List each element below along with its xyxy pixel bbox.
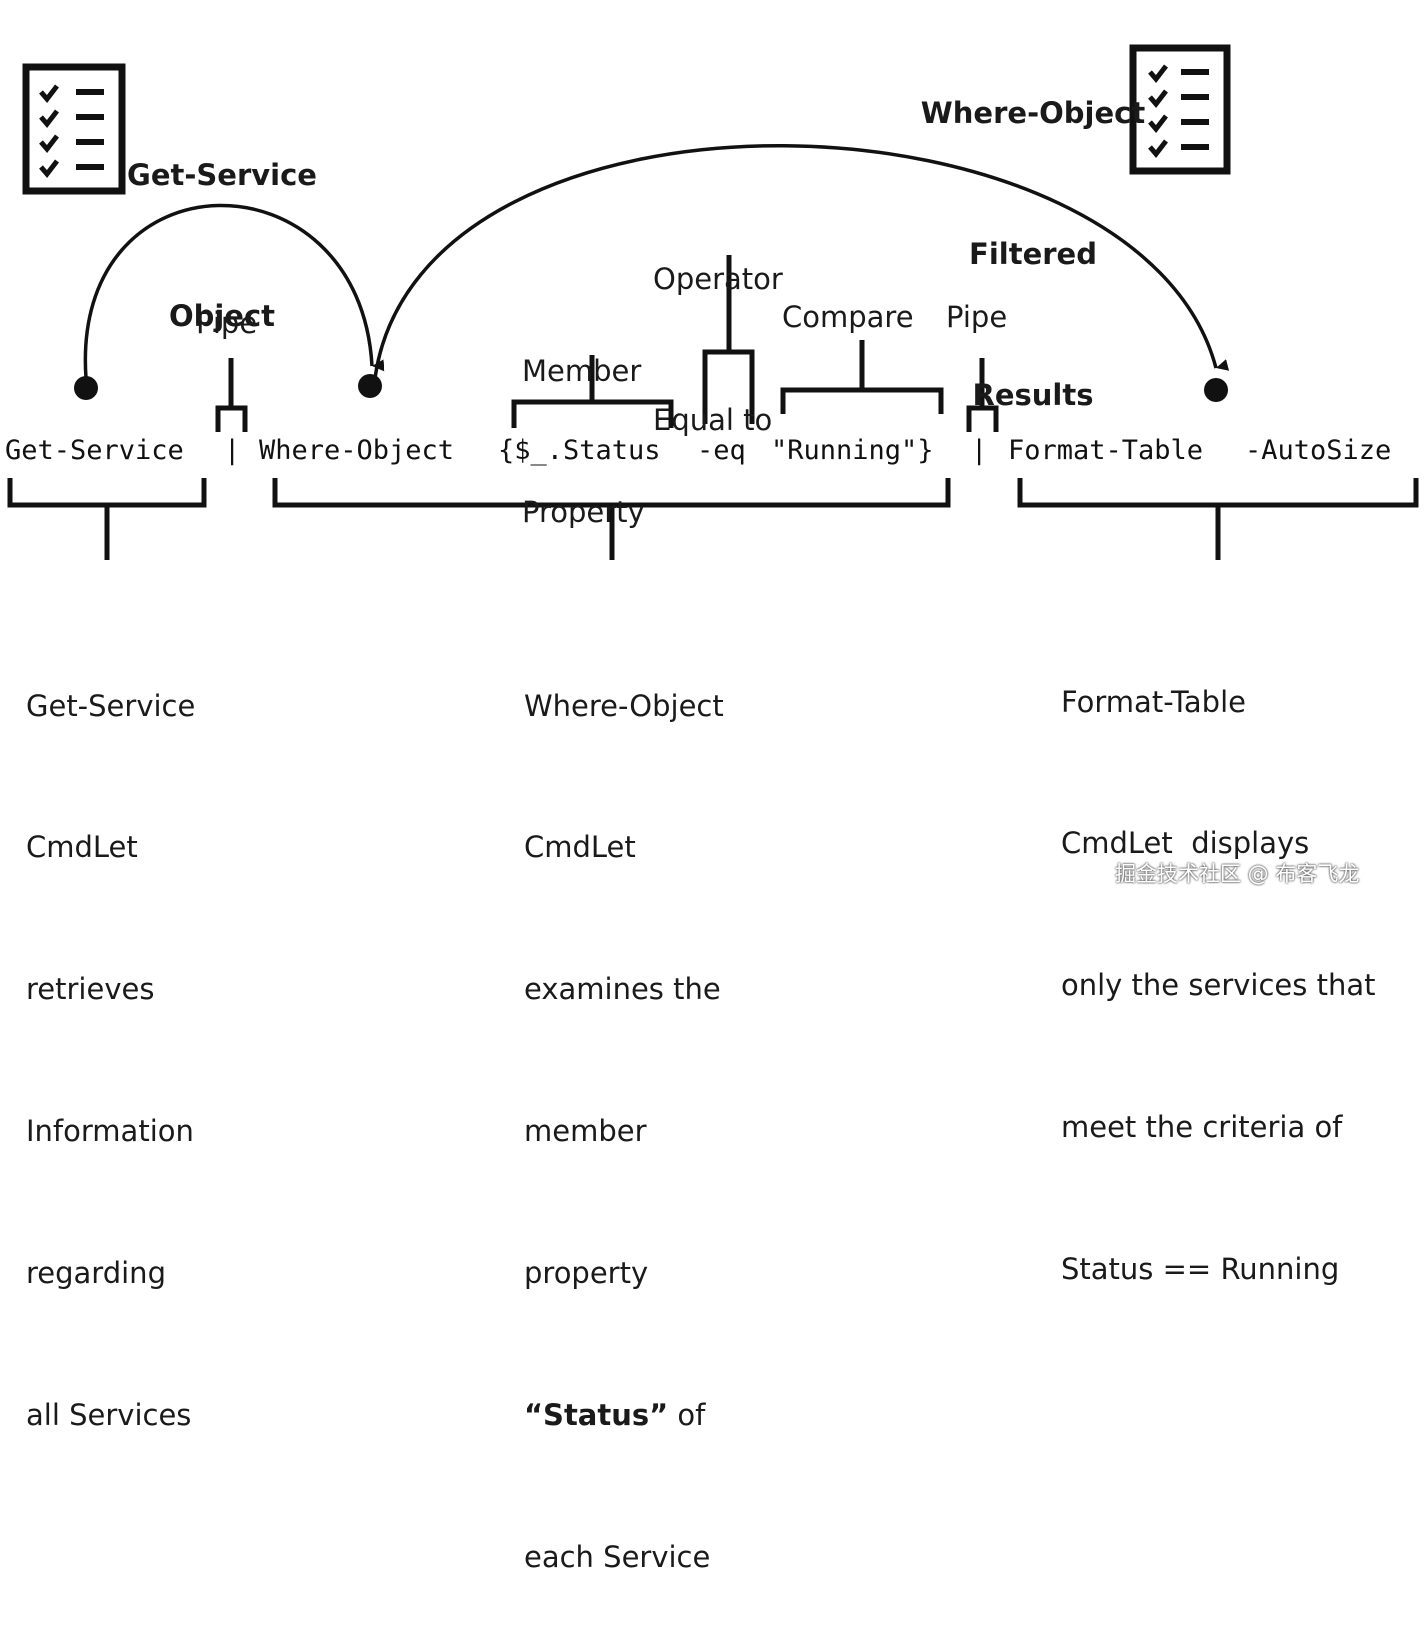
checklist-icon (22, 63, 126, 195)
brace-where-object (272, 478, 951, 560)
description-line: Information (26, 1114, 194, 1149)
cmd-running: "Running"} (771, 435, 934, 466)
where-object-results-label: Where-Object Filtered Results (918, 0, 1148, 466)
description-line: Status == Running (1061, 1252, 1340, 1287)
bracket-member-property (511, 355, 674, 428)
description-line: retrieves (26, 972, 155, 1007)
get-service-object-label: Get-Service Object (122, 58, 322, 387)
cmd-pipe-1: | (224, 435, 241, 466)
cmd-where-object: Where-Object (259, 435, 455, 466)
cmd-status: {$_.Status (498, 435, 661, 466)
arc-get-service-to-where-object (83, 203, 385, 379)
label-line: Member (522, 354, 642, 388)
description-line: examines the (524, 972, 721, 1007)
label-line: Equal to (653, 403, 773, 437)
cmd-pipe-2: | (971, 435, 988, 466)
description-line: property (524, 1256, 649, 1291)
description-line: CmdLet displays (1061, 826, 1310, 861)
status-emphasis: “Status” (524, 1398, 669, 1433)
description-line: only the services that (1061, 968, 1376, 1003)
label-line: Results (972, 378, 1094, 412)
label-line: Operator (653, 262, 783, 296)
description-line: CmdLet (26, 830, 138, 865)
cmd-get-service: Get-Service (5, 435, 184, 466)
dot-where-object (358, 374, 382, 398)
bracket-operator (702, 255, 755, 424)
description-line: all Services (26, 1398, 192, 1433)
description-line: Get-Service (26, 688, 196, 723)
label-line: Filtered (969, 237, 1097, 271)
cmd-format-table: Format-Table (1008, 435, 1204, 466)
member-property-label: Member Property (522, 254, 645, 583)
label-line: Get-Service (127, 158, 317, 192)
cmd-autosize: -AutoSize (1245, 435, 1392, 466)
description-line: regarding (26, 1256, 166, 1291)
checklist-icon (1129, 44, 1231, 175)
label-line: Property (522, 495, 645, 529)
brace-format-table (1017, 478, 1419, 560)
description-line: meet the criteria of (1061, 1110, 1343, 1145)
description-line: member (524, 1114, 647, 1149)
diagram-canvas (7, 44, 1419, 560)
bracket-pipe-right (966, 358, 999, 432)
label-line: Object (168, 299, 276, 333)
description-line: “Status” of (524, 1398, 706, 1433)
compare-label: Compare (782, 300, 914, 334)
pipe-left-label: Pipe (196, 306, 258, 340)
cmd-eq: -eq (697, 435, 746, 466)
label-line: Where-Object (920, 96, 1146, 130)
format-table-description: Format-Table CmdLet displays only the se… (1061, 584, 1375, 1341)
operator-label: Operator Equal to (653, 162, 783, 491)
description-line: CmdLet (524, 830, 636, 865)
dot-format-table (1204, 378, 1228, 402)
where-object-description: Where-Object CmdLet examines the member … (524, 588, 724, 1629)
watermark: 掘金技术社区 @ 布客飞龙 (1115, 862, 1360, 886)
bracket-pipe-left (215, 358, 248, 432)
bracket-compare (780, 340, 944, 414)
brace-get-service (7, 478, 207, 560)
arc-where-object-to-format-table (373, 144, 1230, 379)
description-line: Format-Table (1061, 684, 1246, 719)
description-line: each Service (524, 1539, 711, 1574)
dot-get-service (74, 376, 98, 400)
get-service-description: Get-Service CmdLet retrieves Information… (26, 588, 195, 1487)
description-line: Where-Object (524, 688, 724, 723)
pipe-right-label: Pipe (946, 300, 1008, 334)
